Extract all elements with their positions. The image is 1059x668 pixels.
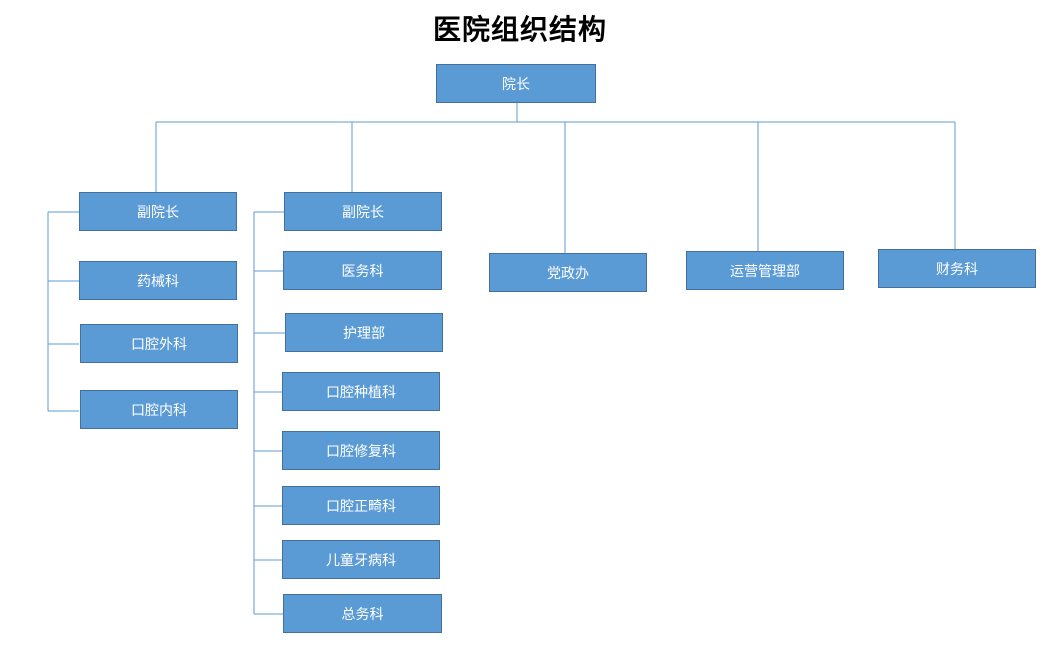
chart-title: 医院组织结构 xyxy=(432,13,607,46)
node-oral-surgery: 口腔外科 xyxy=(80,324,238,363)
node-nursing: 护理部 xyxy=(285,313,443,352)
node-general-affairs: 总务科 xyxy=(283,594,442,633)
node-implantology: 口腔种植科 xyxy=(282,372,440,411)
node-pediatric-dentistry: 儿童牙病科 xyxy=(282,540,440,579)
node-orthodontics: 口腔正畸科 xyxy=(282,486,440,525)
node-operations: 运营管理部 xyxy=(686,251,844,290)
node-vice-president-2: 副院长 xyxy=(284,192,442,231)
node-prosthodontics: 口腔修复科 xyxy=(282,431,440,470)
node-medical-affairs: 医务科 xyxy=(283,251,442,290)
node-party-office: 党政办 xyxy=(489,253,647,292)
node-oral-medicine: 口腔内科 xyxy=(80,390,238,429)
node-pharmacy-equipment: 药械科 xyxy=(79,261,237,300)
node-finance: 财务科 xyxy=(878,249,1036,288)
node-vice-president-1: 副院长 xyxy=(79,192,237,231)
node-president: 院长 xyxy=(436,64,596,103)
